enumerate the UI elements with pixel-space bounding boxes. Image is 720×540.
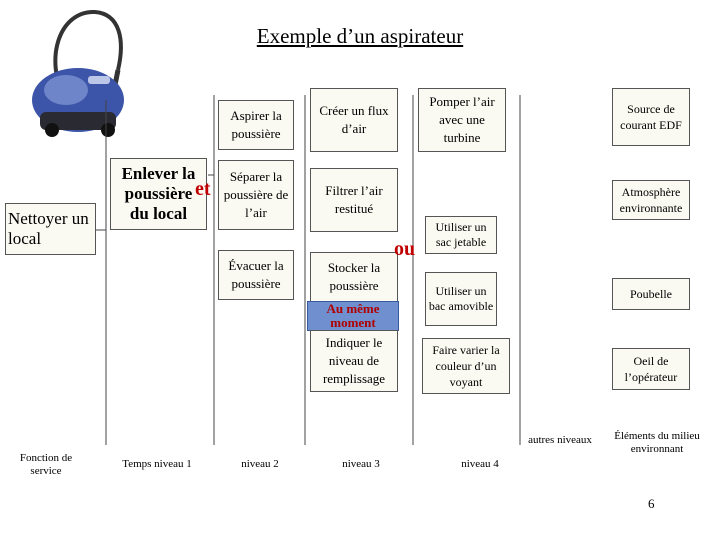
level2-evacuer-label: Évacuer la poussière [228, 258, 284, 291]
level3-stocker: Stocker la poussière [310, 252, 398, 302]
level4-pomper-label: Pomper l’air avec une turbine [429, 94, 495, 145]
level1-line2: poussière [124, 184, 193, 203]
env-source: Source de courant EDF [612, 88, 690, 146]
level4-sac-amovible-label: Utiliser un bac amovible [428, 284, 494, 313]
level3-filtrer-label: Filtrer l’air restitué [325, 183, 383, 216]
env-poubelle-label: Poubelle [630, 287, 672, 301]
level4-sac-jetable-label: Utiliser un sac jetable [435, 220, 487, 249]
or-connector: ou [394, 238, 416, 260]
level2-evacuer: Évacuer la poussière [218, 250, 294, 300]
env-source-label: Source de courant EDF [620, 102, 682, 132]
footer-elements: Éléments du milieu environnant [614, 430, 700, 455]
level2-aspirer-label: Aspirer la poussière [230, 108, 282, 141]
env-atmosphere: Atmosphère environnante [612, 180, 690, 220]
level1-line3: du local [129, 204, 188, 223]
footer-fonction: Fonction de service [19, 452, 73, 477]
level1-line1: Enlever la [121, 164, 196, 183]
level3-indiquer-label: Indiquer le niveau de remplissage [322, 335, 386, 386]
level3-stocker-label: Stocker la poussière [327, 260, 381, 293]
level4-voyant: Faire varier la couleur d’un voyant [422, 338, 510, 394]
footer-niveau2: niveau 2 [241, 458, 279, 470]
root-function-label: Nettoyer un local [8, 209, 89, 248]
same-moment-badge: Au même moment [307, 301, 399, 331]
level2-aspirer: Aspirer la poussière [218, 100, 294, 150]
level2-separer: Séparer la poussière de l’air [218, 160, 294, 230]
level1-box: Enlever la poussière du local [110, 158, 207, 230]
page-number: 6 [648, 496, 655, 511]
level2-separer-label: Séparer la poussière de l’air [223, 169, 289, 220]
env-atmosphere-label: Atmosphère environnante [619, 185, 683, 215]
env-poubelle: Poubelle [612, 278, 690, 310]
level4-voyant-label: Faire varier la couleur d’un voyant [432, 343, 500, 389]
level3-filtrer: Filtrer l’air restitué [310, 168, 398, 232]
env-oeil-label: Oeil de l’opérateur [624, 354, 678, 384]
level4-sac-amovible: Utiliser un bac amovible [425, 272, 497, 326]
page-title: Exemple d’un aspirateur [256, 24, 464, 48]
footer-autres: autres niveaux [528, 434, 592, 446]
footer-niveau4: niveau 4 [461, 458, 499, 470]
level3-indiquer: Indiquer le niveau de remplissage [310, 330, 398, 392]
level3-creer-label: Créer un flux d’air [319, 103, 389, 136]
level4-pomper: Pomper l’air avec une turbine [418, 88, 506, 152]
level3-creer: Créer un flux d’air [310, 88, 398, 152]
and-connector: et [195, 178, 211, 200]
env-oeil: Oeil de l’opérateur [612, 348, 690, 390]
footer-temps: Temps niveau 1 [122, 458, 192, 470]
same-moment-label: Au même moment [326, 301, 380, 330]
root-function-box: Nettoyer un local [5, 203, 96, 255]
vacuum-cleaner-image [0, 0, 150, 145]
level4-sac-jetable: Utiliser un sac jetable [425, 216, 497, 254]
footer-niveau3: niveau 3 [342, 458, 380, 470]
